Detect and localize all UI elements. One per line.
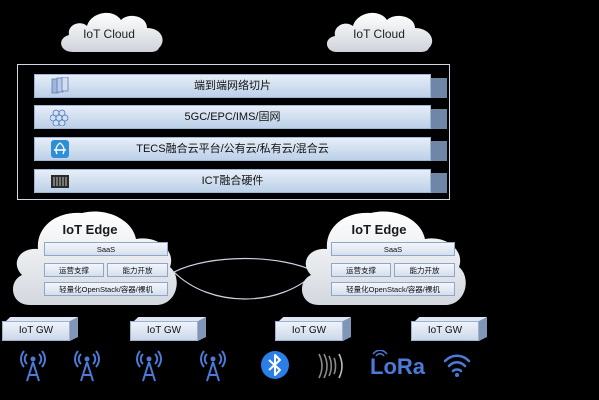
iot-edge-left: IoT Edge SaaS 运营支撑 能力开放 轻量化OpenStack/容器/…: [8, 205, 183, 310]
wifi-icon: [443, 354, 471, 377]
edge-saas: SaaS: [44, 242, 168, 256]
server-hardware-icon: [51, 175, 69, 188]
edge-saas: SaaS: [331, 242, 455, 256]
cell-tower-icon: [20, 350, 46, 382]
iot-gateway-2: IoT GW: [130, 317, 206, 341]
core-stack-frame: 端到端网络切片 5GC/EPC/IMS/固网 TECS融合云平台/公有云/私有云…: [17, 64, 450, 200]
iot-gateway-label: IoT GW: [291, 325, 327, 336]
iot-gateway-4: IoT GW: [411, 317, 487, 341]
lora-logo-icon: LoRa: [368, 350, 425, 380]
edge-capability-open: 能力开放: [107, 263, 168, 277]
iot-gateway-1: IoT GW: [2, 317, 78, 341]
edge-ops-support: 运营支撑: [44, 263, 104, 277]
edge-capability-open: 能力开放: [394, 263, 455, 277]
cloud-shape-icon: [326, 12, 433, 53]
cloud-platform-icon: [51, 140, 69, 158]
stack-layer-label: 5GC/EPC/IMS/固网: [184, 111, 281, 123]
iot-cloud-left: IoT Cloud: [55, 6, 175, 56]
edge-infrastructure: 轻量化OpenStack/容器/裸机: [44, 282, 168, 296]
stack-layer-label: ICT融合硬件: [201, 175, 264, 187]
stack-layer-network-slice: 端到端网络切片: [34, 74, 447, 98]
nfc-waves-icon: [318, 353, 343, 379]
edge-cloud-icon: [12, 211, 177, 305]
iot-edge-right: IoT Edge SaaS 运营支撑 能力开放 轻量化OpenStack/容器/…: [297, 205, 472, 310]
edge-ops-support: 运营支撑: [331, 263, 391, 277]
hexagon-cluster-icon: [50, 109, 69, 126]
edge-cloud-icon: [301, 211, 466, 305]
iot-edge-title: IoT Edge: [351, 222, 407, 237]
cell-tower-icon: [200, 350, 226, 382]
stack-layer-label: TECS融合云平台/公有云/私有云/混合云: [136, 143, 329, 155]
iot-gateway-label: IoT GW: [146, 325, 182, 336]
iot-cloud-left-label: IoT Cloud: [83, 27, 135, 41]
iot-gateway-label: IoT GW: [18, 325, 54, 336]
network-slice-icon: [51, 77, 69, 94]
stack-layer-cloud-platform: TECS融合云平台/公有云/私有云/混合云: [34, 137, 447, 161]
stack-layer-label: 端到端网络切片: [194, 80, 271, 92]
stack-layer-core-network: 5GC/EPC/IMS/固网: [34, 105, 447, 129]
cloud-shape-icon: [61, 12, 163, 53]
lora-text: LoRa: [370, 354, 425, 379]
cell-tower-icon: [74, 350, 100, 382]
cell-tower-icon: [136, 350, 162, 382]
edge-infrastructure: 轻量化OpenStack/容器/裸机: [331, 282, 455, 296]
iot-edge-title: IoT Edge: [62, 222, 118, 237]
bluetooth-icon: [261, 351, 289, 379]
iot-cloud-right: IoT Cloud: [323, 6, 443, 56]
stack-layer-hardware: ICT融合硬件: [34, 169, 447, 193]
iot-gateway-3: IoT GW: [275, 317, 351, 341]
iot-gateway-label: IoT GW: [427, 325, 463, 336]
iot-cloud-right-label: IoT Cloud: [353, 27, 405, 41]
